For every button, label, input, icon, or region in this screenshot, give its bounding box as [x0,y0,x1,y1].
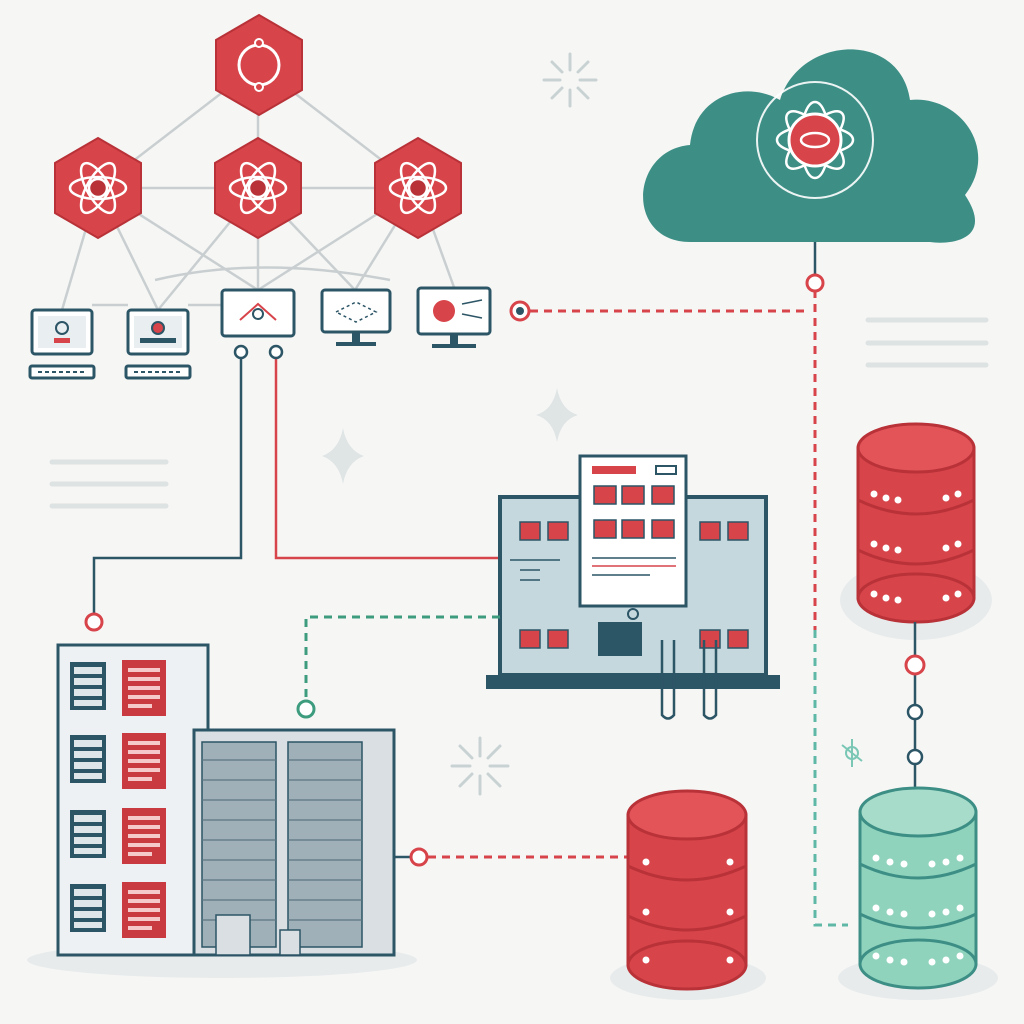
datacenter-to-db-connector [394,849,628,865]
database-teal-bottom-right[interactable] [838,788,998,1000]
laptop-2[interactable] [126,310,190,378]
cloud-to-teal-db-connector [815,630,848,925]
monitor-to-office-connector [86,346,247,630]
database-red-top-right[interactable] [840,424,992,640]
hex-node-top[interactable] [216,15,302,115]
monitor-3[interactable] [418,288,490,348]
monitor-1[interactable] [222,290,294,336]
office-tower[interactable] [58,645,208,955]
monitor-to-console-connector [270,346,500,558]
laptop-1[interactable] [30,310,94,378]
hex-node-right[interactable] [375,138,461,238]
gear-decoration [842,739,862,767]
text-lines-decoration [52,320,986,506]
monitor-2[interactable] [322,290,390,346]
server-console[interactable] [486,456,780,719]
hex-node-left[interactable] [55,138,141,238]
db-chain-connector [906,622,924,790]
star-decoration [322,388,578,484]
data-center-building[interactable] [194,730,394,955]
control-panel-icon [580,456,686,619]
database-red-bottom[interactable] [610,791,766,1000]
cloud-node[interactable] [643,49,978,291]
console-to-datacenter-connector [298,617,500,717]
